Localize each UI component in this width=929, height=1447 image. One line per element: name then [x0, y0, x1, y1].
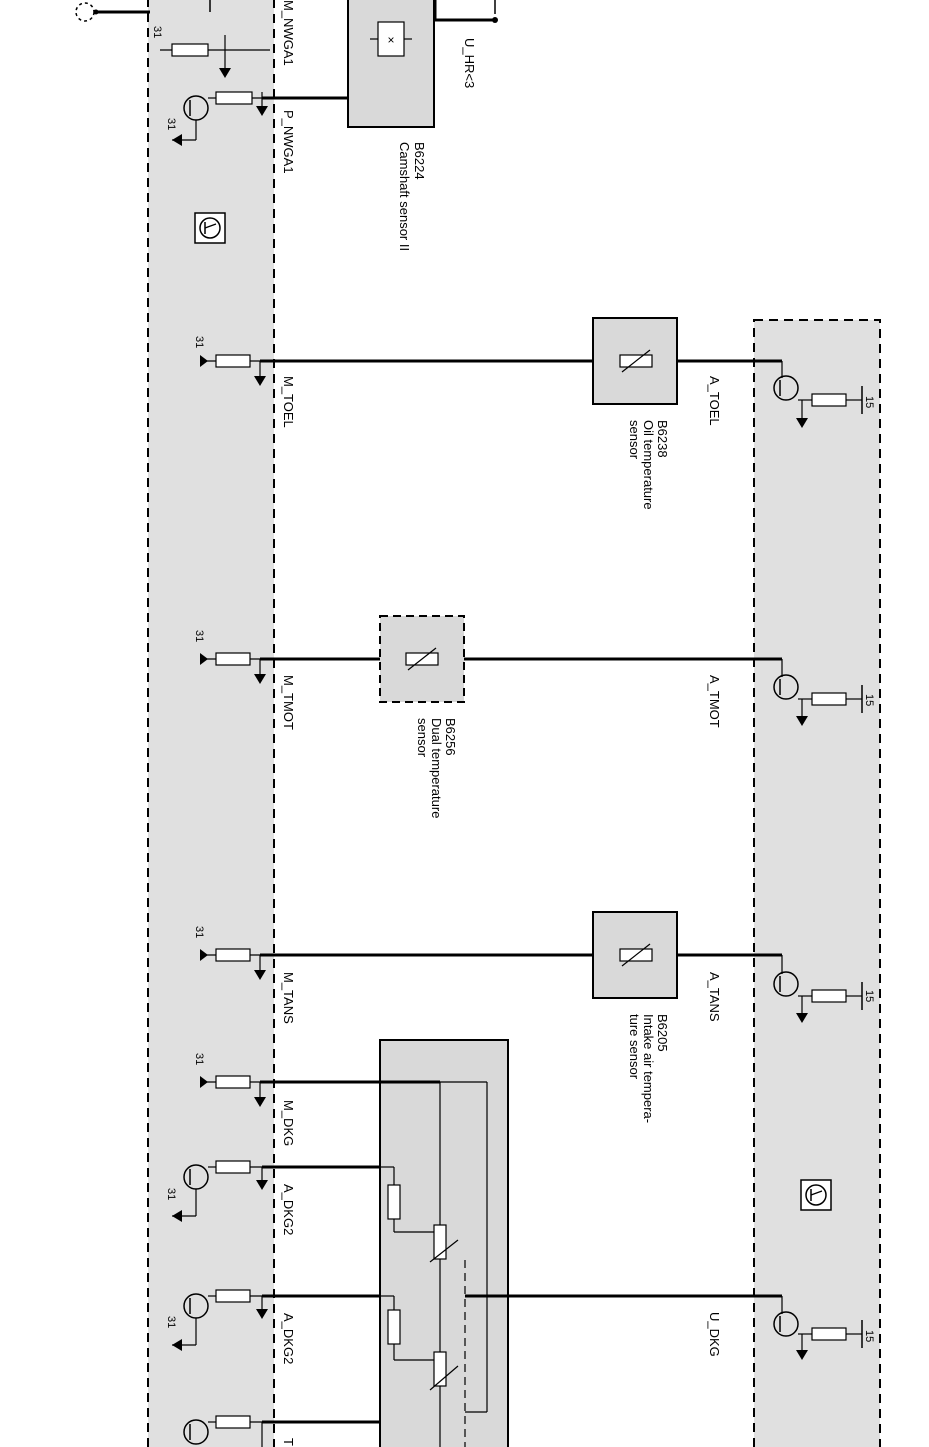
ground-terminal-label: 31 — [165, 118, 177, 130]
u-dkg-label: U_DKG — [707, 1312, 722, 1357]
m-toel-label: M_TOEL — [281, 376, 296, 428]
ground-terminal-label: 31 — [193, 926, 205, 938]
a-tmot-transistor: 15 — [773, 659, 875, 726]
control-module-icon — [194, 212, 226, 244]
b6238-oil-temperature-sensor — [592, 317, 678, 405]
u-hr-label: U_HR<3 — [462, 38, 477, 88]
m-dkg-ground-circuit: 31 — [193, 1053, 270, 1107]
b6256-desc-1: Dual temperature — [429, 718, 444, 818]
supply-terminal-label: 15 — [863, 396, 875, 408]
supply-terminal-label: 15 — [863, 1330, 875, 1342]
a-dkg2-transistor-2: 31 — [165, 1289, 270, 1351]
b6256-desc-2: sensor — [415, 718, 430, 758]
b6238-desc-1: Oil temperature — [641, 420, 656, 510]
m-nwga1-label: M_NWGA1 — [281, 0, 296, 66]
bottom-partial-transistor — [183, 1415, 270, 1447]
ground-terminal-label: 31 — [165, 1316, 177, 1328]
supply-terminal-label: 15 — [863, 694, 875, 706]
a-toel-label: A_TOEL — [707, 376, 722, 426]
control-module-icon — [800, 1179, 832, 1211]
b6205-desc-2: ture sensor — [627, 1014, 642, 1080]
b6205-id: B6205 — [655, 1014, 670, 1052]
m-tans-ground-circuit: 31 — [193, 926, 270, 980]
m-nwga1-ground-circuit: 31 — [151, 26, 270, 78]
b6238-desc-2: sensor — [627, 420, 642, 460]
svg-text:×: × — [387, 33, 394, 47]
ground-terminal-label: 31 — [165, 1188, 177, 1200]
m-tmot-ground-circuit: 31 — [193, 630, 270, 684]
right-control-module — [753, 319, 881, 1447]
ground-terminal-label: 31 — [151, 26, 163, 38]
a-tans-transistor: 15 — [773, 955, 875, 1023]
ground-terminal-label: 31 — [193, 1053, 205, 1065]
m-dkg-label: M_DKG — [281, 1100, 296, 1146]
t-partial-label: T — [281, 1438, 296, 1446]
throttle-sensor-block — [379, 1039, 509, 1447]
supply-terminal-label: 15 — [863, 990, 875, 1002]
a-toel-transistor: 15 — [773, 361, 875, 428]
b6224-desc: Camshaft sensor II — [397, 142, 412, 251]
p-nwga1-label: P_NWGA1 — [281, 110, 296, 174]
m-tmot-label: M_TMOT — [281, 675, 296, 730]
a-tans-label: A_TANS — [707, 972, 722, 1022]
a-dkg2-label-2: A_DKG2 — [281, 1313, 296, 1364]
b6224-id: B6224 — [412, 142, 427, 180]
m-toel-ground-circuit: 31 — [193, 336, 270, 386]
b6205-intake-air-temperature-sensor — [592, 911, 678, 999]
b6205-desc-1: Intake air tempera- — [641, 1014, 656, 1123]
a-tmot-label: A_TMOT — [707, 675, 722, 728]
ground-terminal-label: 31 — [193, 336, 205, 348]
b6256-id: B6256 — [443, 718, 458, 756]
b6238-id: B6238 — [655, 420, 670, 458]
b6256-dual-temperature-sensor — [379, 615, 465, 703]
b6224-camshaft-sensor: × — [347, 0, 435, 128]
ground-terminal-label: 31 — [193, 630, 205, 642]
a-dkg2-label-1: A_DKG2 — [281, 1184, 296, 1235]
p-nwga1-transistor: 31 — [165, 91, 270, 146]
u-dkg-transistor: 15 — [773, 1296, 875, 1360]
m-tans-label: M_TANS — [281, 972, 296, 1024]
